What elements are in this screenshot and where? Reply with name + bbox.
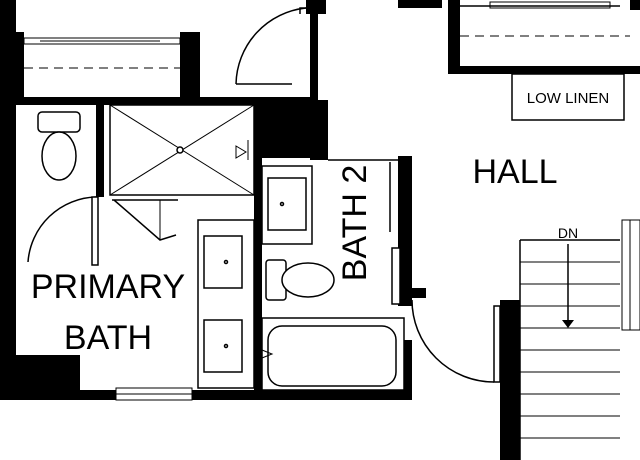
primary-shower xyxy=(109,104,255,196)
bath2-toilet-bowl xyxy=(281,262,335,298)
sink-2 xyxy=(203,319,243,373)
sink-1 xyxy=(203,235,243,289)
shower-enclosure xyxy=(109,104,255,196)
low-linen-cabinet xyxy=(511,73,625,121)
toilet-bowl xyxy=(41,131,77,181)
top-left-closet xyxy=(23,37,181,69)
bath2-label: BATH 2 xyxy=(336,165,374,282)
room-labels: HALL BATH 2 PRIMARY BATH xyxy=(31,153,558,357)
hall-label: HALL xyxy=(472,153,557,191)
primary-bath-label-line1: PRIMARY xyxy=(31,268,185,306)
shower-door xyxy=(113,199,177,241)
down-label: DN xyxy=(558,225,578,241)
low-linen-label: LOW LINEN xyxy=(527,90,610,107)
toilet-tank xyxy=(37,111,81,133)
windows xyxy=(0,181,640,401)
stairs: DN xyxy=(519,225,620,460)
doors xyxy=(27,7,501,383)
hall-door xyxy=(411,299,495,383)
bath2-fixtures xyxy=(261,165,405,391)
primary-wc-toilet xyxy=(37,111,81,181)
top-entry-door xyxy=(299,7,318,14)
bath2-vanity xyxy=(261,165,313,245)
top-right-closet xyxy=(460,1,630,37)
primary-bath-label-line2: BATH xyxy=(64,319,152,357)
bath2-sink xyxy=(267,177,307,231)
low-linen: LOW LINEN xyxy=(511,73,625,121)
primary-bath-door xyxy=(27,196,97,263)
primary-vanity xyxy=(197,219,255,389)
